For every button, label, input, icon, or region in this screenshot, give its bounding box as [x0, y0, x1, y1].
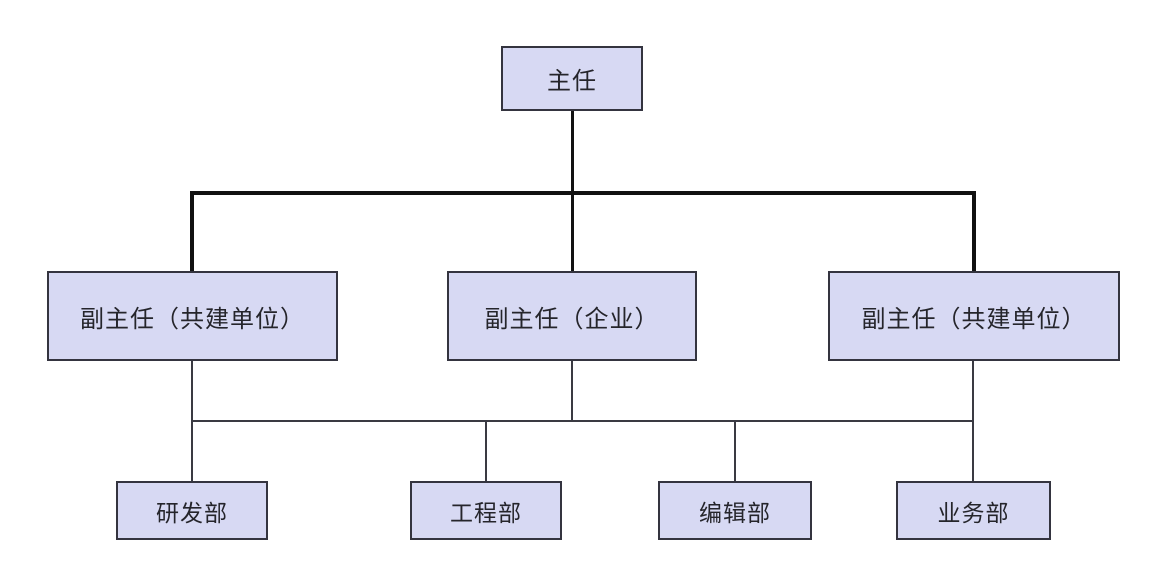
node-director: 主任	[501, 46, 643, 111]
node-dept-research: 研发部	[116, 481, 268, 540]
connector-top-bus	[190, 191, 976, 195]
node-dept-business: 业务部	[896, 481, 1051, 540]
connector-dept-editorial-up	[734, 421, 736, 481]
connector-deputy-right-down	[972, 361, 974, 481]
node-dept-editorial: 编辑部	[658, 481, 812, 540]
connector-deputy-left-down	[191, 361, 193, 481]
node-deputy-left: 副主任（共建单位）	[47, 271, 338, 361]
connector-bottom-bus	[191, 420, 974, 422]
connector-deputy-center-down	[571, 361, 573, 421]
node-deputy-center: 副主任（企业）	[447, 271, 697, 361]
connector-drop-deputy-right	[972, 191, 976, 271]
connector-drop-deputy-left	[190, 191, 194, 271]
node-dept-engineering: 工程部	[410, 481, 562, 540]
connector-dept-engineering-up	[485, 421, 487, 481]
node-deputy-right: 副主任（共建单位）	[828, 271, 1120, 361]
connector-director-stem	[571, 111, 574, 271]
